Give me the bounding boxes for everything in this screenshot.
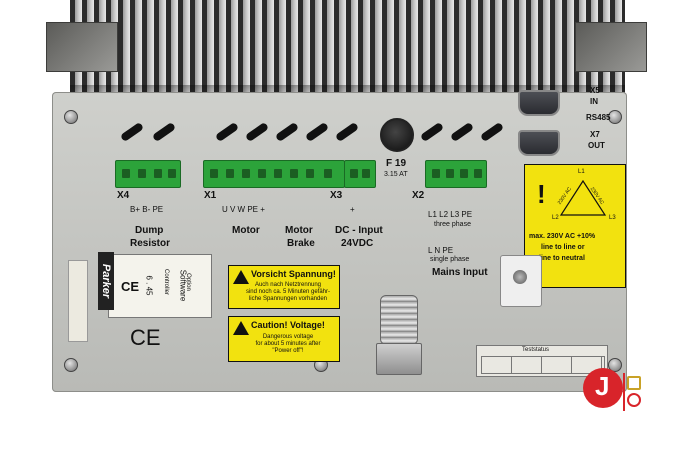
watermark-gear-mark (623, 373, 641, 411)
l2-label: L2 (552, 215, 559, 221)
watermark-letter: J (595, 371, 610, 401)
motor-brake-label-1: Motor (285, 225, 313, 236)
single-phase-label: single phase (430, 256, 470, 263)
panel-screw (64, 358, 78, 372)
panel-screw (608, 110, 622, 124)
ce-mark-small: CE (121, 279, 140, 294)
l1-label: L1 (578, 169, 585, 175)
jm-watermark-logo: J (583, 368, 643, 428)
svg-text:!: ! (537, 179, 546, 209)
mounting-bracket-right (575, 22, 647, 72)
warning-en-title: Caution! Voltage! (251, 320, 325, 330)
ce-mark: CE (130, 325, 161, 350)
panel-screw (64, 110, 78, 124)
l3-label: L3 (609, 215, 616, 221)
warning-en-line1: Dangerous voltage (262, 334, 314, 340)
parker-logo: Parker (98, 252, 114, 310)
fuse-holder[interactable] (380, 118, 414, 152)
delta-wiring-diagram: ! (537, 179, 607, 216)
three-phase-label: three phase (434, 221, 471, 228)
warning-de-line2: sind noch ca. 5 Minuten gefähr- (245, 289, 331, 295)
x7-out-label: OUT (588, 141, 605, 150)
warning-en-line2: for about 5 minutes after (255, 341, 321, 347)
x2-mains-terminal[interactable] (425, 160, 487, 188)
controller-label: Controller (163, 268, 170, 296)
resistor-label: Resistor (130, 238, 171, 249)
warning-de-line3: liche Spannungen vorhanden (248, 296, 328, 302)
dc-input-label: DC - Input (335, 225, 383, 236)
test-status-sticker: Teststatus (476, 345, 608, 377)
x3-dc-input-terminal[interactable] (344, 160, 376, 188)
ground-terminal-spring (372, 295, 424, 380)
x4-label: X4 (117, 190, 130, 201)
watermark-red-disc (583, 368, 623, 408)
max-voltage-line: max. 230V AC +10% (529, 233, 596, 240)
warning-de-line1: Auch nach Netztrennung (254, 282, 322, 288)
serial-sticker (68, 260, 88, 342)
line-to-neutral: line to neutral (539, 255, 585, 262)
rs485-label: RS485 (586, 113, 611, 122)
x7-label: X7 (590, 130, 600, 139)
warning-de-title: Vorsicht Spannung! (251, 269, 336, 279)
x7-out-connector[interactable] (518, 130, 560, 156)
option-label: Option (184, 273, 191, 291)
x1-motor-terminal[interactable] (203, 160, 345, 188)
software-version: 6 . 45 (144, 275, 154, 296)
x5-in-label: IN (590, 97, 598, 106)
motor-terminal-pins: U V W PE + (222, 205, 265, 214)
cable-clamp (500, 255, 542, 307)
line-to-line: line to line or (541, 244, 585, 251)
test-status-label: Teststatus (522, 347, 550, 353)
mains-input-label: Mains Input (432, 267, 488, 278)
warning-triangle-icon (233, 321, 249, 335)
fuse-name: F 19 (386, 158, 407, 169)
motor-brake-label-2: Brake (287, 238, 315, 249)
warning-sign-german: Vorsicht Spannung! Auch nach Netztrennun… (228, 265, 340, 309)
three-phase-pins: L1 L2 L3 PE (428, 210, 473, 219)
x3-label: X3 (330, 190, 343, 201)
mounting-bracket-left (46, 22, 118, 72)
dump-terminal-pins: B+ B- PE (130, 205, 164, 214)
x5-label: X5 (590, 86, 600, 95)
warning-sign-english: Caution! Voltage! Dangerous voltage for … (228, 316, 340, 362)
x1-label: X1 (204, 190, 217, 201)
dc-terminal-pins: + (350, 205, 355, 214)
x5-rs485-in-connector[interactable] (518, 90, 560, 116)
single-phase-pins: L N PE (428, 246, 454, 255)
dc-voltage-label: 24VDC (341, 238, 374, 249)
fuse-rating: 3.15 AT (384, 171, 408, 178)
nameplate-sticker: Parker CE Software Controller Option 6 .… (98, 252, 212, 318)
warning-en-line3: "Power off"! (272, 348, 304, 354)
x2-label: X2 (412, 190, 425, 201)
x4-dump-resistor-terminal[interactable] (115, 160, 181, 188)
dump-label: Dump (135, 225, 164, 236)
motor-label: Motor (232, 225, 260, 236)
warning-triangle-icon (233, 270, 249, 284)
heatsink-fins (70, 0, 625, 100)
